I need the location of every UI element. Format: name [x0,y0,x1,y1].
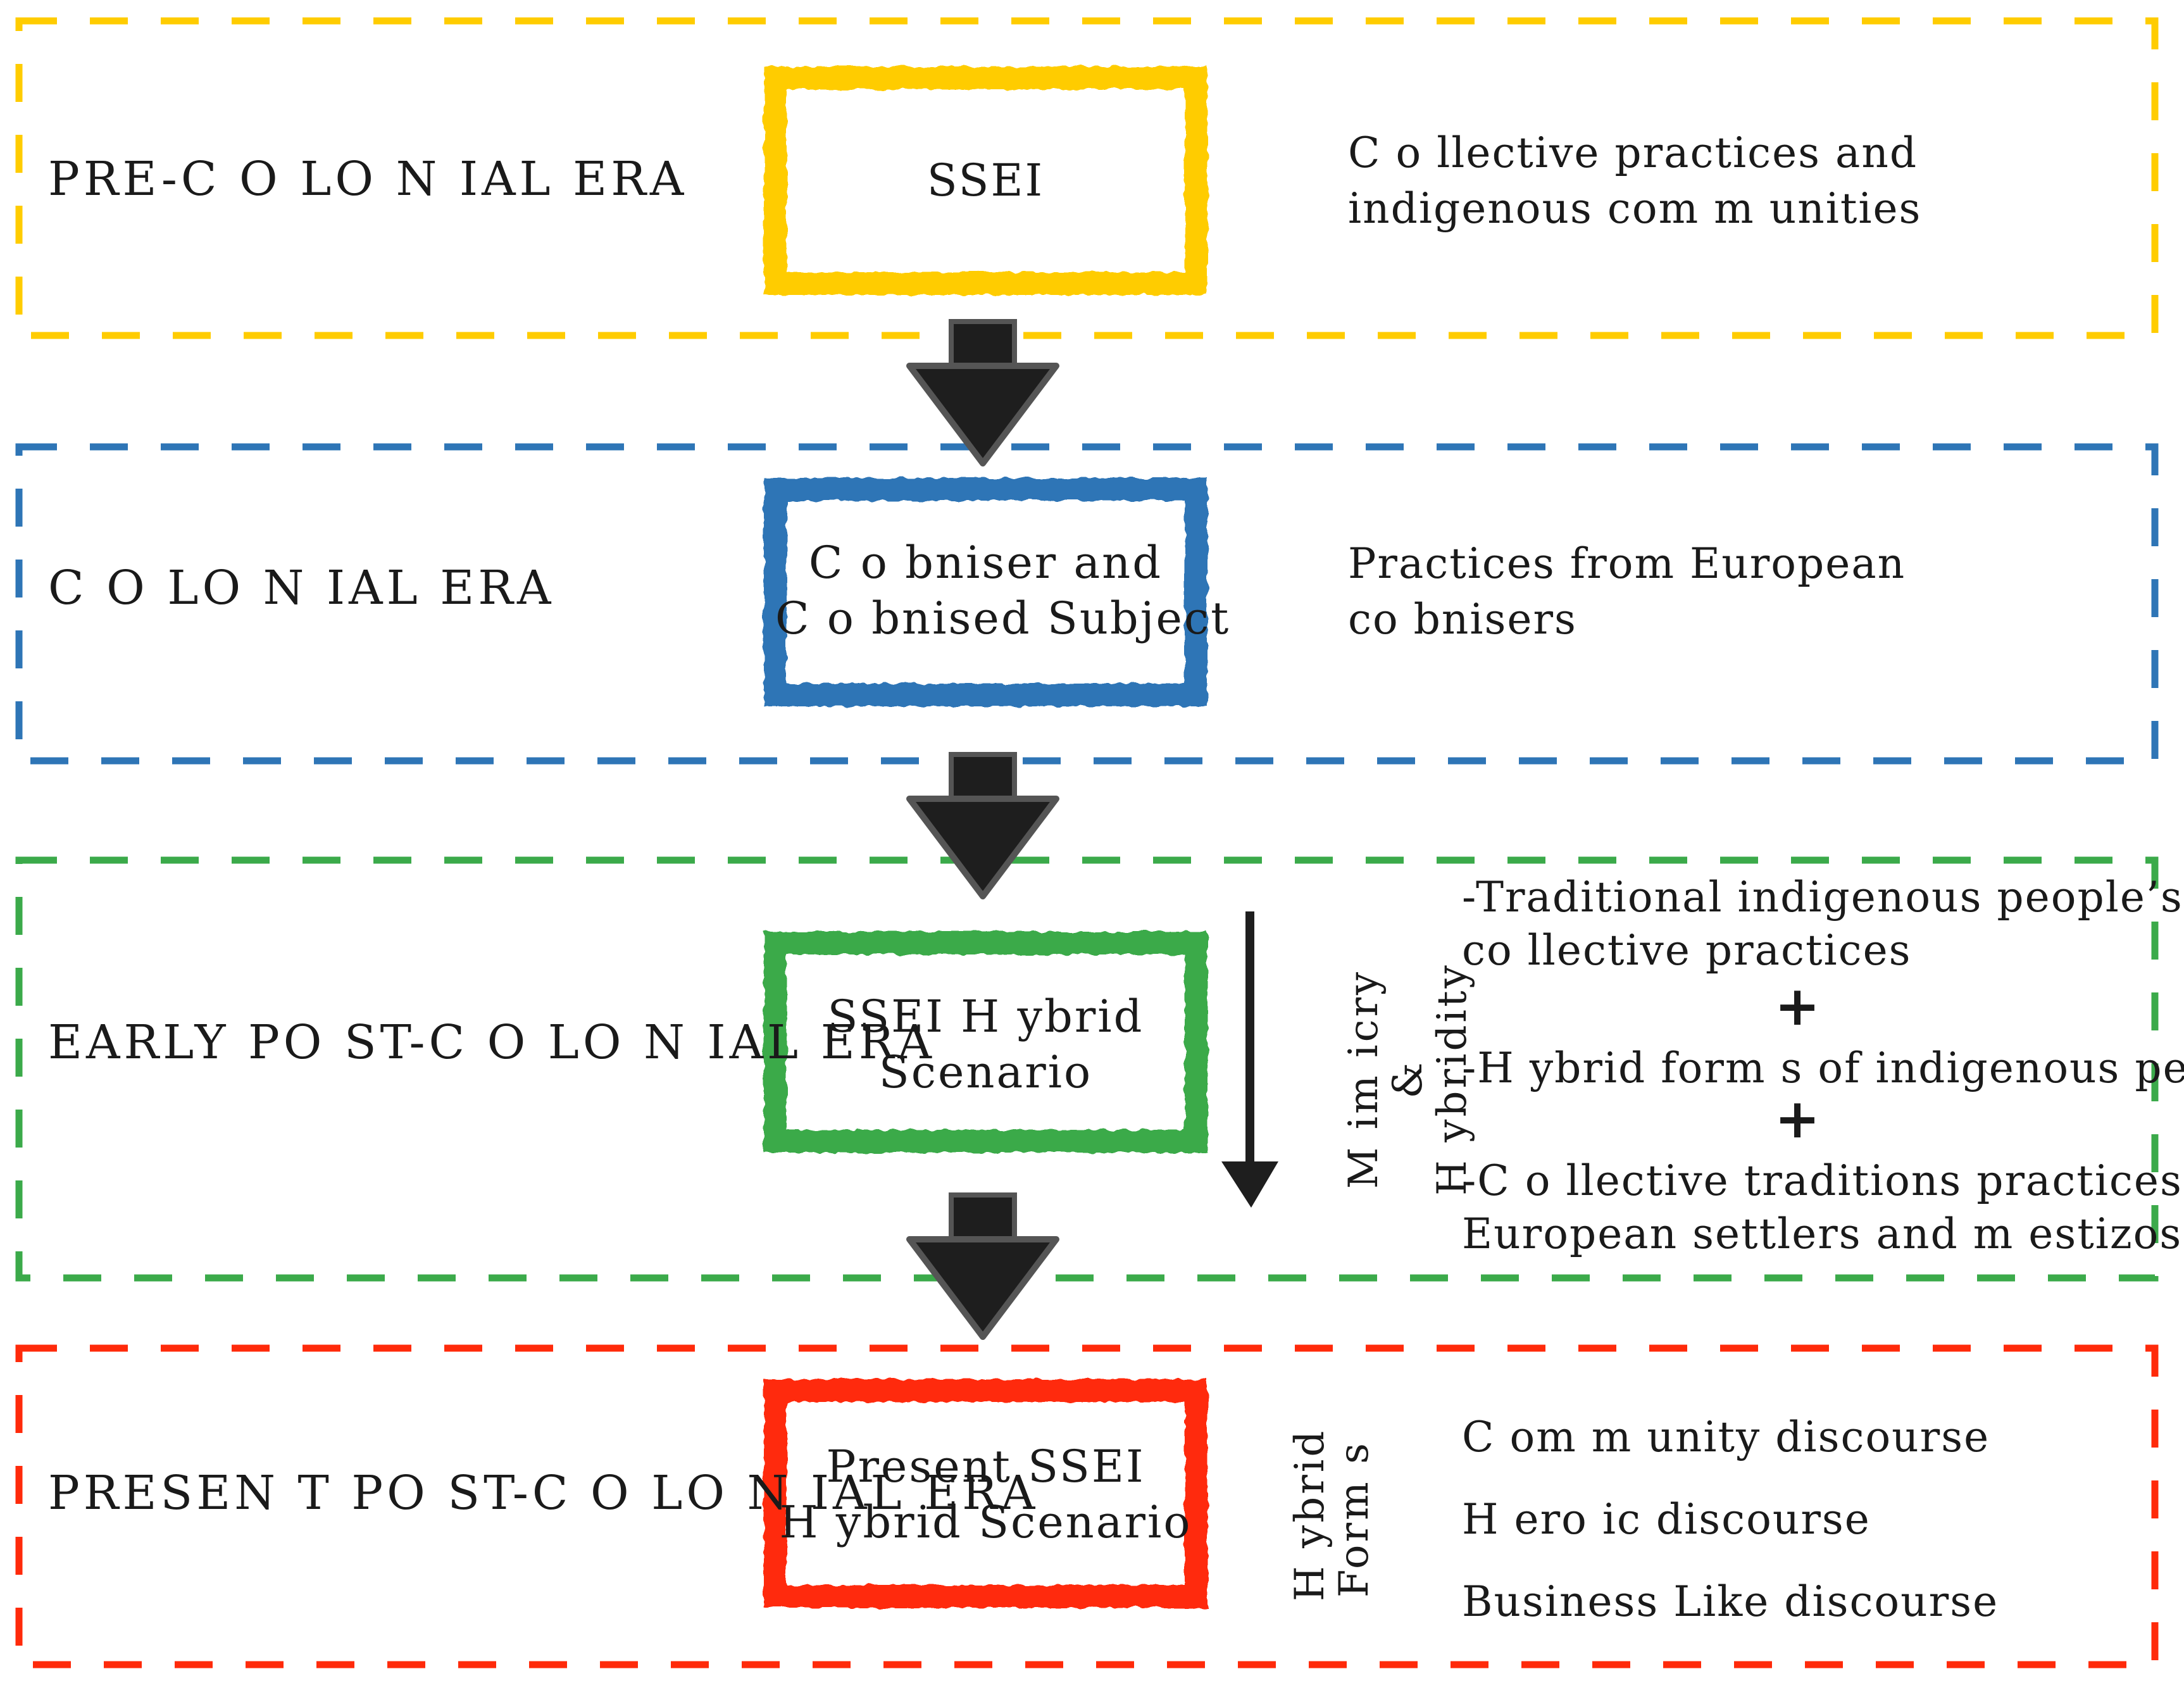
era-section-present-post-colonial [15,1344,2159,1668]
mimicry-line1: M im icry [1340,969,1387,1189]
box-label-line2: Scenario [878,1046,1093,1098]
era-section-early-post-colonial [15,856,2159,1282]
mimicry-line2: & [1385,1060,1432,1099]
desc-line: European settlers and m estizos [1462,1210,2183,1258]
desc-colonial: Practices from European co bnisers [1348,536,1906,648]
desc-line: co llective practices [1462,926,1912,975]
box-label-line1: C o bniser and [808,537,1163,589]
box-label-ssei-hybrid: SSEI H ybrid Scenario [775,989,1196,1100]
desc-line: C om m unity discourse [1462,1413,1990,1461]
down-arrow-1 [906,319,1059,466]
mimicry-line3: H ybridity [1429,963,1476,1196]
mimicry-hybridity-label: M im icry & H ybridity [1340,959,1476,1199]
desc-early-post-colonial-2: -H ybrid form s of indigenous peoples [1462,1041,2184,1096]
desc-line: Business Like discourse [1462,1577,1999,1626]
era-box-present-ssei [764,1379,1207,1608]
era-label-early-post-colonial: EARLY PO ST-C O LO N IAL ERA [48,1015,935,1070]
desc-line: indigenous com m unities [1348,184,1922,233]
box-label-line1: SSEI H ybrid [827,991,1144,1042]
desc-pre-colonial: C o llective practices and indigenous co… [1348,125,1921,237]
mimicry-arrow [1221,911,1278,1208]
box-label-coloniser: C o bniser and C o bnised Subject [775,535,1231,646]
hybrid-forms-label: H ybrid Form s [1287,1428,1383,1601]
desc-line: H ero ic discourse [1462,1495,1871,1544]
era-label-colonial: C O LO N IAL ERA [48,561,555,615]
box-label-line1: SSEI [927,154,1045,206]
down-arrow-3 [906,1192,1059,1340]
desc-line: -C o llective traditions practices from [1462,1156,2184,1205]
era-label-pre-colonial: PRE-C O LO N IAL ERA [48,152,688,206]
desc-line: C o llective practices and [1348,128,1918,177]
desc-present-post-colonial: C om m unity discourse H ero ic discours… [1462,1396,1999,1643]
era-section-pre-colonial [15,17,2159,339]
box-label-present-ssei: Present SSEI H ybrid Scenario [775,1439,1196,1550]
era-box-coloniser [764,478,1207,706]
era-box-ssei [764,66,1207,295]
box-label-line2: C o bnised Subject [775,592,1231,644]
box-label-ssei: SSEI [775,153,1196,208]
era-section-colonial [15,443,2159,765]
desc-line: co bnisers [1348,595,1577,644]
box-label-line1: Present SSEI [826,1441,1145,1492]
desc-early-post-colonial-3: -C o llective traditions practices from … [1462,1154,2184,1261]
era-label-present-post-colonial: PRESEN T PO ST-C O LO N IAL ERA [48,1466,1039,1520]
desc-early-post-colonial-1: -Traditional indigenous people’s co llec… [1462,871,2183,977]
era-box-ssei-hybrid [764,932,1207,1153]
hybrid-forms-line2: Form s [1331,1441,1378,1598]
desc-line: -Traditional indigenous people’s [1462,873,2183,922]
desc-line: -H ybrid form s of indigenous peoples [1462,1044,2184,1092]
plus-sign-1: + [1774,975,1821,1038]
down-arrow-2 [906,752,1059,899]
box-label-line2: H ybrid Scenario [779,1496,1192,1548]
desc-line: Practices from European [1348,539,1906,588]
hybrid-forms-line1: H ybrid [1287,1428,1333,1601]
plus-sign-2: + [1774,1087,1821,1151]
